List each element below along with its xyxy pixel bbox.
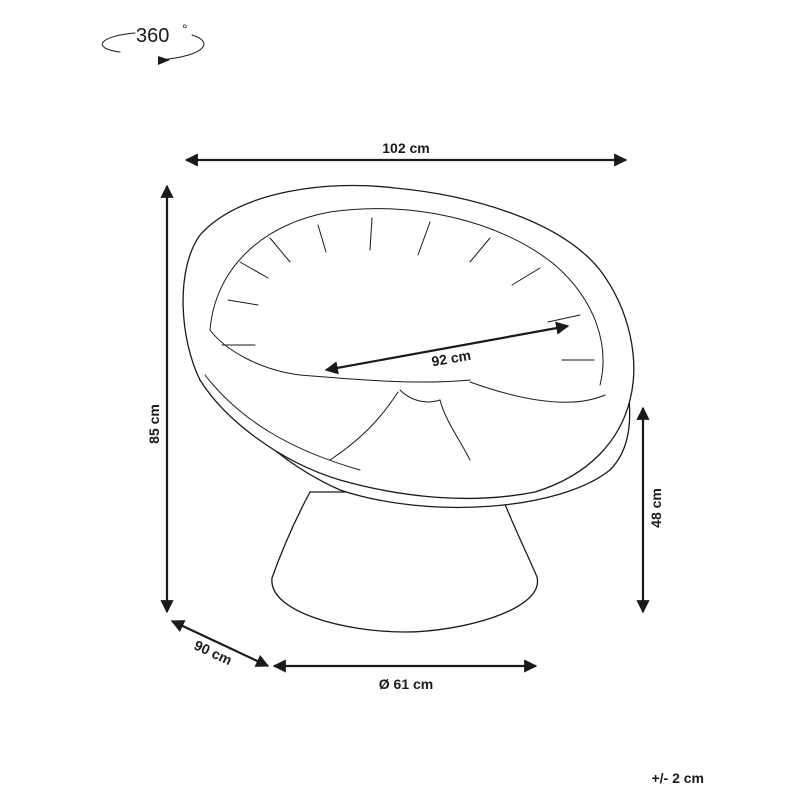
rotate-360-label: 360 xyxy=(136,25,169,47)
depth-label: 90 cm xyxy=(192,637,235,668)
depth-dimension-line xyxy=(170,620,270,667)
seat-diameter-dimension-line xyxy=(324,321,570,375)
papasan-chair-illustration xyxy=(182,184,635,633)
seat-diameter-label: 92 cm xyxy=(430,347,472,370)
width-label: 102 cm xyxy=(382,140,429,156)
tolerance-note: +/- 2 cm xyxy=(651,770,704,786)
dimension-lines xyxy=(160,153,650,673)
rotate-degree-symbol: ° xyxy=(182,21,188,37)
height-label: 85 cm xyxy=(146,404,162,444)
rotate-360-icon: 360 ° xyxy=(101,21,205,65)
chair-base xyxy=(271,491,538,633)
base-diameter-label: Ø 61 cm xyxy=(379,676,433,692)
chair-cushion xyxy=(182,184,635,500)
seat-height-label: 48 cm xyxy=(648,488,664,528)
cushion-inner-rim xyxy=(209,208,604,386)
